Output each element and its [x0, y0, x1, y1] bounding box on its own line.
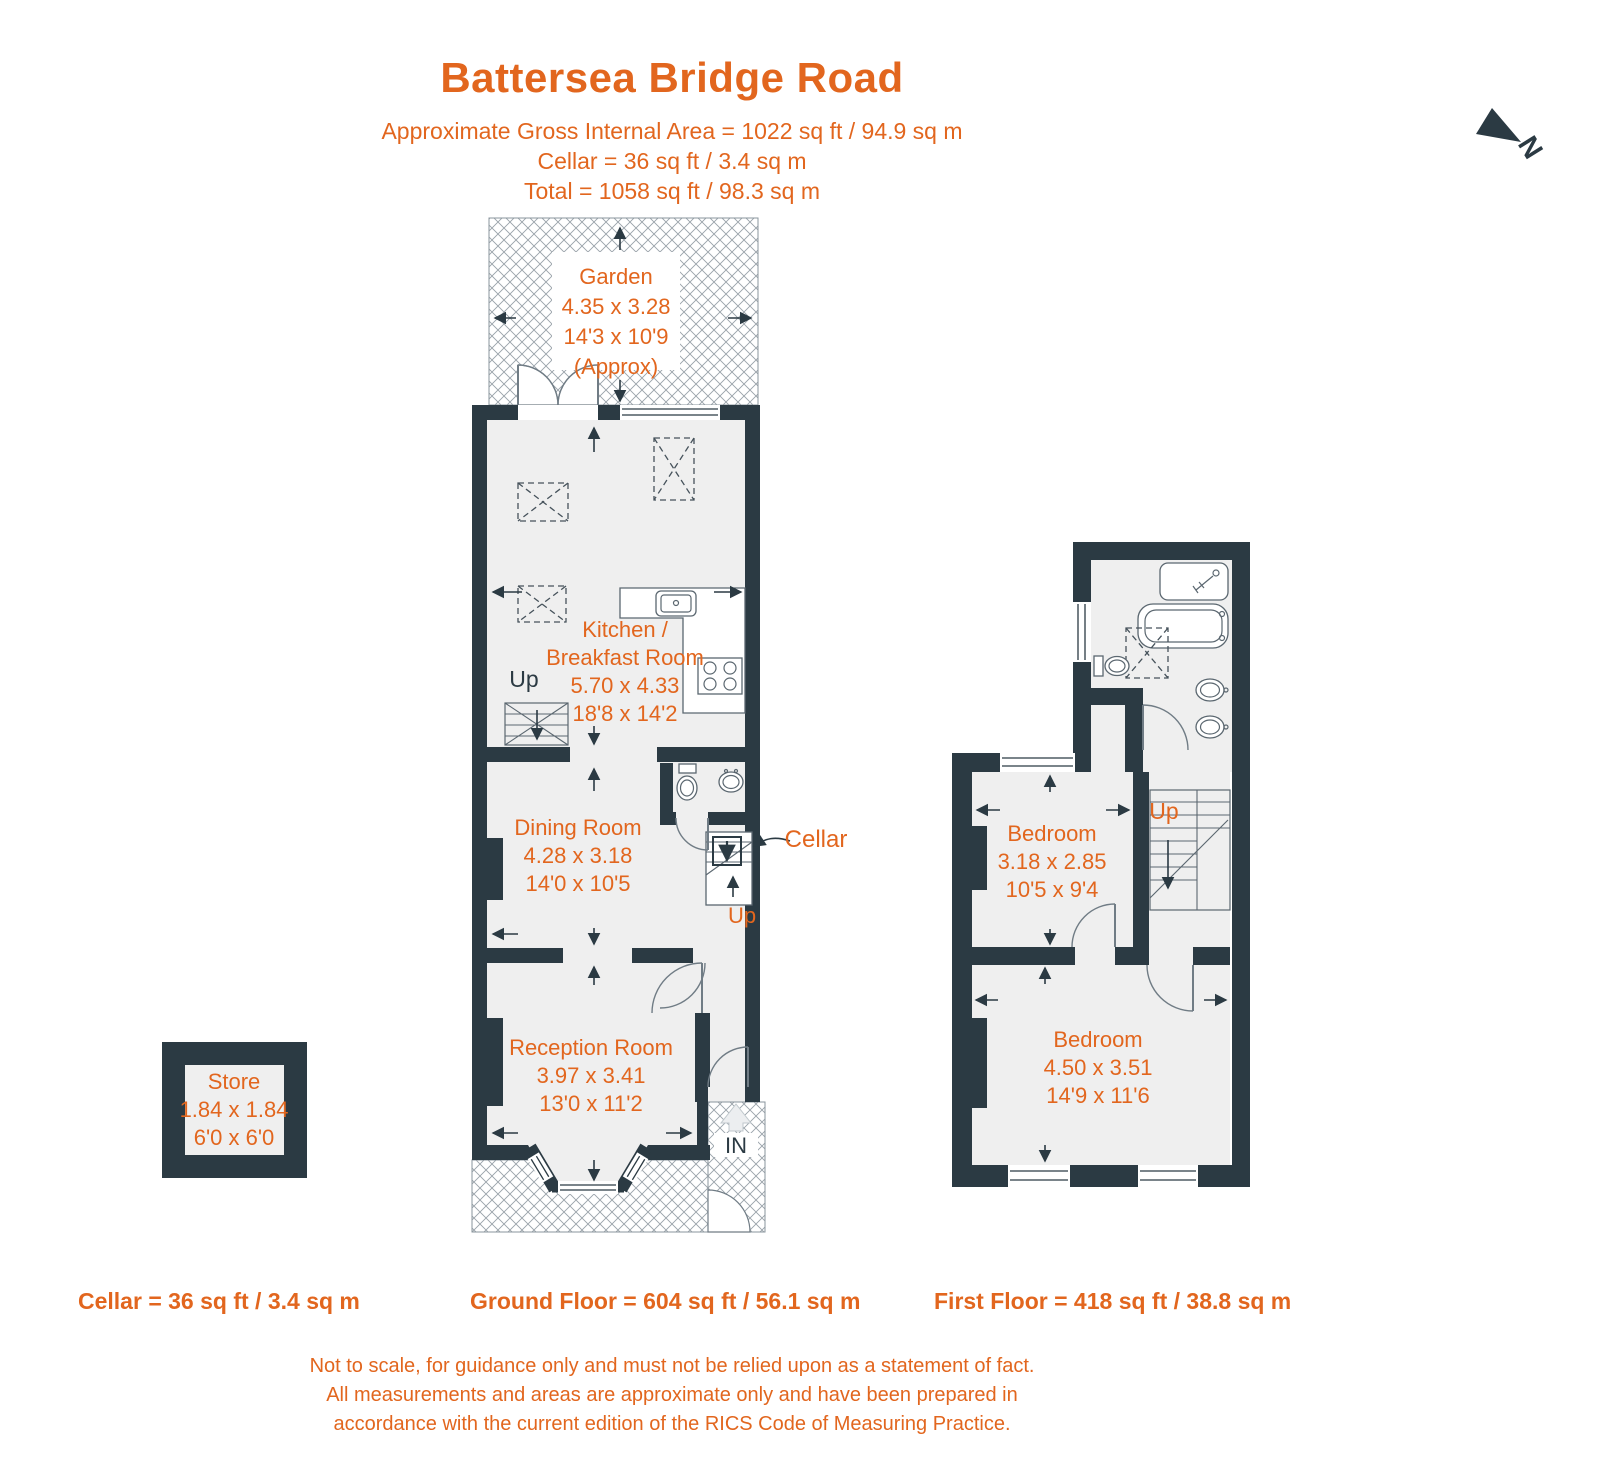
reception-door-arc — [651, 962, 703, 1014]
closet-door-arc — [1142, 704, 1189, 751]
bathroom-fixtures — [1093, 562, 1229, 739]
north-label: N — [1512, 130, 1549, 164]
store-label: Store 1.84 x 1.84 6'0 x 6'0 — [179, 1069, 289, 1150]
bathroom-window — [1073, 602, 1091, 662]
kitchen-label: Kitchen / Breakfast Room 5.70 x 4.33 18'… — [546, 617, 704, 726]
gross-internal-area: Approximate Gross Internal Area = 1022 s… — [381, 118, 963, 144]
wc-door-arc — [675, 817, 709, 851]
kitchen-hob — [697, 657, 743, 695]
dining-room-label: Dining Room 4.28 x 3.18 14'0 x 10'5 — [514, 815, 642, 896]
cellar-area-label: Cellar = 36 sq ft / 3.4 sq m — [78, 1288, 360, 1314]
north-arrow-icon — [1476, 108, 1521, 142]
ground-floor-doors — [517, 364, 749, 1088]
front-paths — [471, 1101, 766, 1233]
store-plan — [162, 1042, 307, 1178]
bedroom-large-window-1 — [1008, 1165, 1070, 1187]
garden-door-opening — [518, 405, 598, 420]
disclaimer-line-3: accordance with the current edition of t… — [333, 1413, 1011, 1435]
gate-arc — [707, 1189, 751, 1233]
bathroom-skylight-icon — [1125, 627, 1169, 679]
cellar-up-label: Up — [727, 903, 757, 928]
bay-window — [524, 1143, 652, 1194]
kitchen-sink — [655, 590, 697, 617]
skylight-icon — [517, 437, 695, 623]
dimension-arrows — [491, 226, 1228, 1182]
first-floor-doors — [1071, 704, 1194, 1012]
bedroom-large-label: Bedroom 4.50 x 3.51 14'9 x 11'6 — [1043, 1027, 1153, 1108]
hall-door-arc — [659, 962, 706, 1009]
header: Battersea Bridge Road Approximate Gross … — [172, 54, 1172, 206]
entrance-in-label: IN — [725, 1133, 747, 1158]
bedroom-small-door-arc — [1071, 903, 1116, 948]
bedroom-small-window — [1000, 753, 1075, 772]
reception-room-label: Reception Room 3.97 x 3.41 13'0 x 11'2 — [509, 1035, 673, 1116]
first-floor-up-label: Up — [1149, 798, 1179, 824]
front-door-arc — [707, 1046, 749, 1088]
north-arrow: N — [1476, 108, 1549, 164]
cellar-access-stairs — [705, 831, 753, 906]
ground-floor-area-label: Ground Floor = 604 sq ft / 56.1 sq m — [470, 1288, 861, 1314]
disclaimer-line-1: Not to scale, for guidance only and must… — [309, 1355, 1035, 1377]
bedroom-large-door-arc — [1146, 964, 1194, 1012]
first-floor-area-label: First Floor = 418 sq ft / 38.8 sq m — [934, 1288, 1292, 1314]
kitchen-window — [620, 405, 720, 420]
garden-label-box — [552, 252, 680, 370]
bathroom-toilet-cistern — [1093, 655, 1104, 677]
windows — [518, 405, 1198, 1187]
total-area-header: Total = 1058 sq ft / 98.3 sq m — [524, 178, 820, 204]
cellar-pointer-leader — [752, 834, 791, 847]
bedroom-small-label: Bedroom 3.18 x 2.85 10'5 x 9'4 — [997, 821, 1107, 902]
toilet-cistern-icon — [678, 763, 697, 774]
disclaimer-line-2: All measurements and areas are approxima… — [326, 1384, 1018, 1406]
wc-fixtures — [676, 763, 744, 801]
bathroom-toilet-icon — [1104, 655, 1130, 677]
shower-icon — [1159, 562, 1229, 601]
disclaimer: Not to scale, for guidance only and must… — [172, 1352, 1172, 1439]
entrance-label-chip — [714, 1133, 758, 1157]
garden-area — [488, 217, 759, 406]
entry-direction-arrow — [719, 1103, 753, 1132]
cellar-pointer-label: Cellar — [784, 826, 848, 853]
garden-label: Garden 4.35 x 3.28 14'3 x 10'9 (Approx) — [561, 264, 671, 379]
page-title: Battersea Bridge Road — [440, 54, 904, 101]
kitchen-up-label: Up — [509, 666, 539, 692]
kitchen-fixtures — [504, 437, 746, 746]
cellar-area-header: Cellar = 36 sq ft / 3.4 sq m — [537, 148, 807, 174]
bedroom-large-window-2 — [1138, 1165, 1198, 1187]
